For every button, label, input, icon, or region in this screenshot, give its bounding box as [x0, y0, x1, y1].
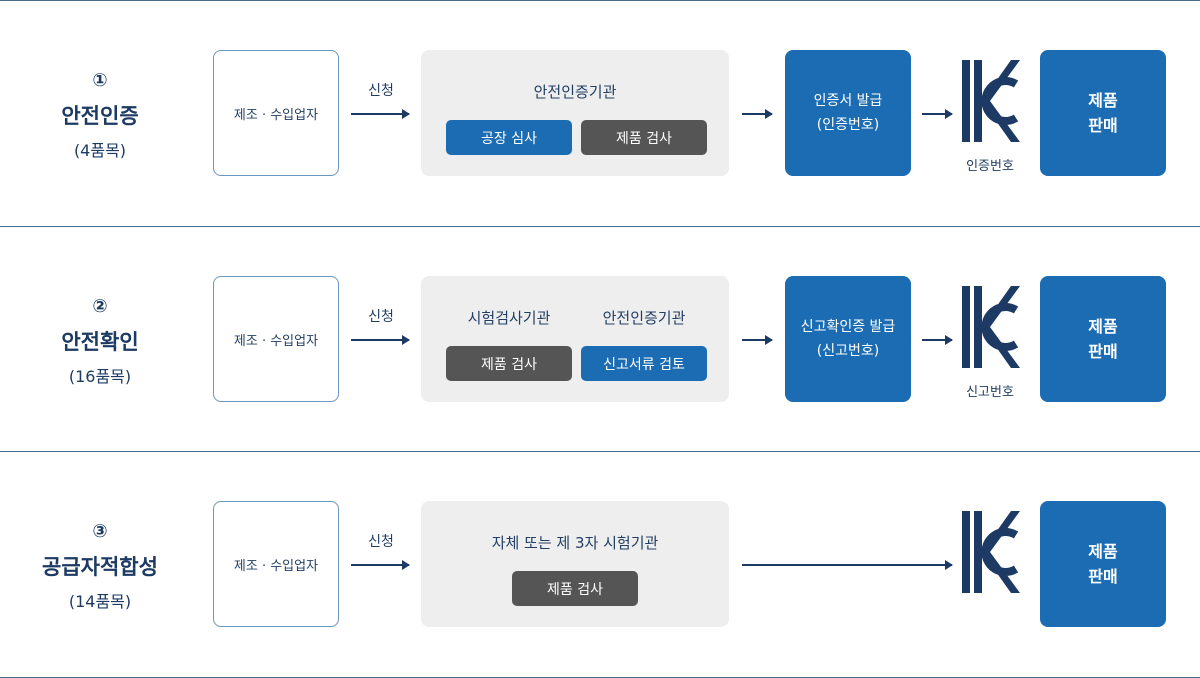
- issue-number-type: (인증번호): [816, 117, 880, 133]
- category-item-count: (14품목): [68, 592, 132, 611]
- category: ① 안전인증 (4품목): [30, 0, 170, 226]
- agency-label: 자체 또는 제 3자 시험기관: [491, 534, 659, 552]
- product-sale-box: 제품 판매: [1040, 276, 1166, 402]
- agency-panel: 자체 또는 제 3자 시험기관 제품 검사: [421, 501, 729, 627]
- manufacturer-box: 제조 · 수입업자: [213, 276, 339, 402]
- apply-label: 신청: [368, 83, 394, 99]
- step-chip-document-review: 신고서류 검토: [581, 346, 707, 381]
- kc-number-label: 인증번호: [966, 159, 1014, 174]
- apply-label: 신청: [368, 534, 394, 550]
- category-title: 안전인증: [61, 104, 139, 128]
- issue-title: 인증서 발급: [813, 93, 883, 109]
- category: ③ 공급자적합성 (14품목): [30, 451, 170, 677]
- agency-panel: 시험검사기관 안전인증기관 제품 검사 신고서류 검토: [421, 276, 729, 402]
- row-safety-certification: ① 안전인증 (4품목) 제조 · 수입업자 신청 안전인증기관 공장 심사 제…: [0, 0, 1200, 226]
- sale-line-2: 판매: [1088, 567, 1118, 586]
- manufacturer-box: 제조 · 수입업자: [213, 501, 339, 627]
- category-title: 안전확인: [61, 330, 139, 354]
- step-chip-product-test: 제품 검사: [512, 571, 638, 606]
- step-chip-product-test: 제품 검사: [581, 120, 707, 155]
- arrow-right-icon: [351, 109, 410, 119]
- step-chip-product-test: 제품 검사: [446, 346, 572, 381]
- step-chip-factory-audit: 공장 심사: [446, 120, 572, 155]
- arrow-right-icon: [351, 335, 410, 345]
- top-divider: [0, 0, 1200, 1]
- sale-line-1: 제품: [1088, 91, 1118, 110]
- certificate-issue-box: 신고확인증 발급 (신고번호): [785, 276, 911, 402]
- category-number: ①: [92, 70, 108, 91]
- issue-number-type: (신고번호): [816, 343, 880, 359]
- apply-label: 신청: [368, 309, 394, 325]
- arrow-right-icon: [742, 335, 773, 345]
- category-number: ②: [92, 296, 108, 317]
- product-sale-box: 제품 판매: [1040, 50, 1166, 176]
- issue-title: 신고확인증 발급: [800, 319, 896, 335]
- agency-panel: 안전인증기관 공장 심사 제품 검사: [421, 50, 729, 176]
- agency-label-testing: 시험검사기관: [467, 309, 551, 327]
- arrow-right-icon: [742, 109, 773, 119]
- divider-1: [0, 226, 1200, 227]
- row-supplier-conformity: ③ 공급자적합성 (14품목) 제조 · 수입업자 신청 자체 또는 제 3자 …: [0, 451, 1200, 677]
- agency-label: 안전인증기관: [533, 83, 617, 101]
- manufacturer-box: 제조 · 수입업자: [213, 50, 339, 176]
- kc-mark-icon: [962, 286, 1020, 368]
- category-number: ③: [92, 521, 108, 542]
- certificate-issue-box: 인증서 발급 (인증번호): [785, 50, 911, 176]
- arrow-right-icon: [742, 560, 953, 570]
- arrow-right-icon: [922, 109, 953, 119]
- kc-mark-icon: [962, 511, 1020, 593]
- sale-line-2: 판매: [1088, 116, 1118, 135]
- category: ② 안전확인 (16품목): [30, 226, 170, 452]
- sale-line-2: 판매: [1088, 342, 1118, 361]
- category-item-count: (4품목): [73, 141, 127, 160]
- kc-number-label: 신고번호: [966, 385, 1014, 400]
- category-item-count: (16품목): [68, 367, 132, 386]
- product-sale-box: 제품 판매: [1040, 501, 1166, 627]
- sale-line-1: 제품: [1088, 542, 1118, 561]
- category-title: 공급자적합성: [42, 555, 158, 579]
- agency-label-certification: 안전인증기관: [602, 309, 686, 327]
- kc-mark-icon: [962, 60, 1020, 142]
- sale-line-1: 제품: [1088, 317, 1118, 336]
- arrow-right-icon: [351, 560, 410, 570]
- divider-2: [0, 451, 1200, 452]
- arrow-right-icon: [922, 335, 953, 345]
- row-safety-confirmation: ② 안전확인 (16품목) 제조 · 수입업자 신청 시험검사기관 안전인증기관…: [0, 226, 1200, 452]
